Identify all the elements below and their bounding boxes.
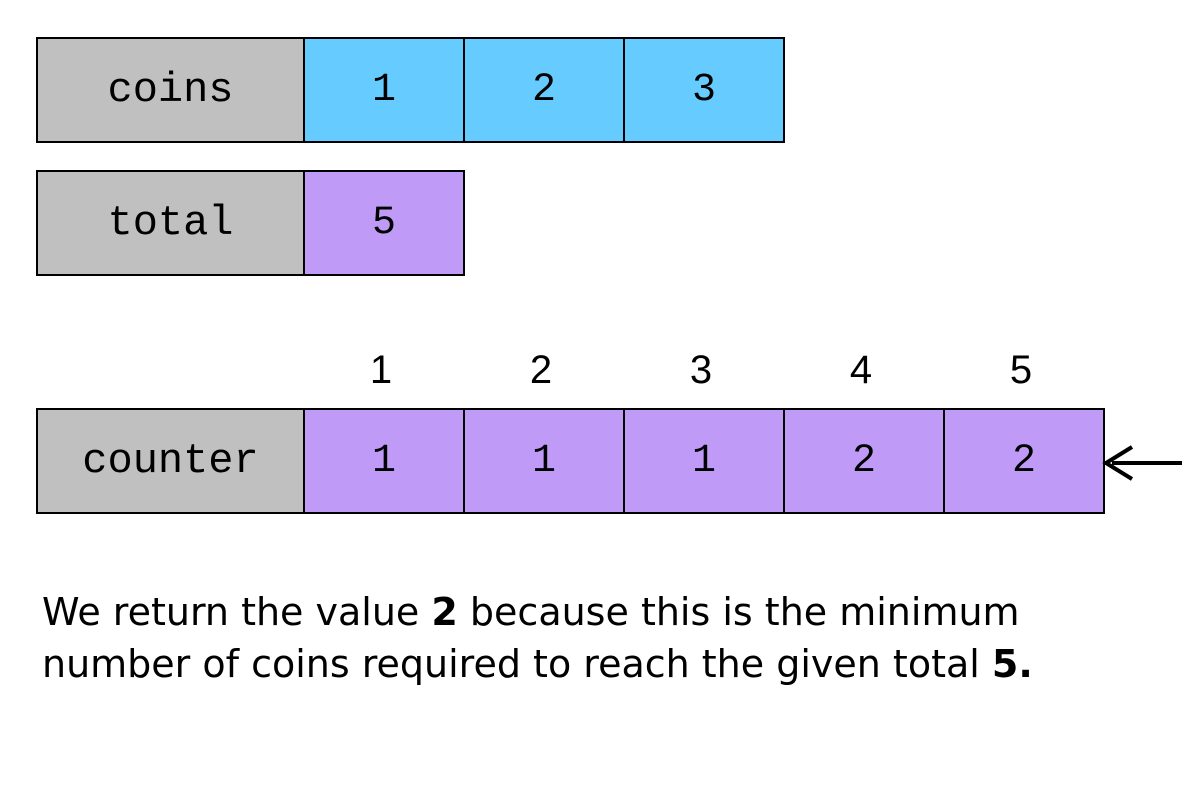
explanation-caption: We return the value 2 because this is th… <box>42 586 1142 690</box>
counter-array: counter 1 1 1 2 2 <box>36 408 1105 514</box>
total-array: total 5 <box>36 170 465 276</box>
counter-index: 3 <box>689 348 713 392</box>
counter-index: 2 <box>529 348 553 392</box>
counter-cell: 2 <box>783 410 943 512</box>
coins-cell: 2 <box>463 39 623 141</box>
caption-bold-value: 2 <box>431 590 458 634</box>
counter-cell: 1 <box>303 410 463 512</box>
counter-index: 5 <box>1009 348 1033 392</box>
counter-index-row: 1 2 3 4 5 <box>301 348 1101 393</box>
caption-text: because this is the minimum number of co… <box>42 590 1020 686</box>
counter-cell: 2 <box>943 410 1103 512</box>
total-cell: 5 <box>303 172 463 274</box>
left-arrow-icon <box>1102 445 1182 481</box>
counter-label: counter <box>38 410 303 512</box>
counter-cell: 1 <box>463 410 623 512</box>
counter-index: 4 <box>849 348 873 392</box>
total-label: total <box>38 172 303 274</box>
coins-array: coins 1 2 3 <box>36 37 785 143</box>
coins-cell: 1 <box>303 39 463 141</box>
caption-bold-total: 5. <box>991 642 1033 686</box>
coins-label: coins <box>38 39 303 141</box>
caption-text: We return the value <box>42 590 432 634</box>
counter-index: 1 <box>369 348 393 392</box>
coins-cell: 3 <box>623 39 783 141</box>
counter-cell: 1 <box>623 410 783 512</box>
